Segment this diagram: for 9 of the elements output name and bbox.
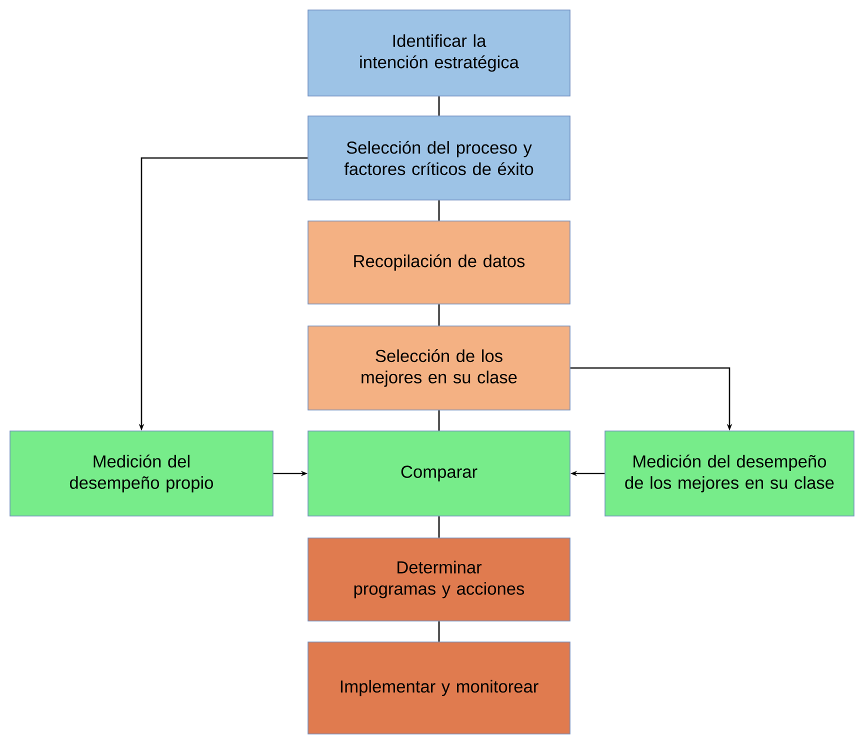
process-box: Medición del desempeño de los mejores en su clase xyxy=(604,430,854,516)
process-box: Comparar xyxy=(308,430,570,516)
process-box: Medición del desempeño propio xyxy=(10,430,274,516)
process-box: Recopilación de datos xyxy=(308,220,570,304)
process-box: Selección de los mejores en su clase xyxy=(308,326,570,410)
process-box: Identificar la intención estratégica xyxy=(308,10,570,96)
process-box: Implementar y monitorear xyxy=(308,642,570,734)
process-box: Determinar programas y acciones xyxy=(308,538,570,622)
process-box: Selección del proceso y factores críticos de éxito xyxy=(308,116,570,200)
